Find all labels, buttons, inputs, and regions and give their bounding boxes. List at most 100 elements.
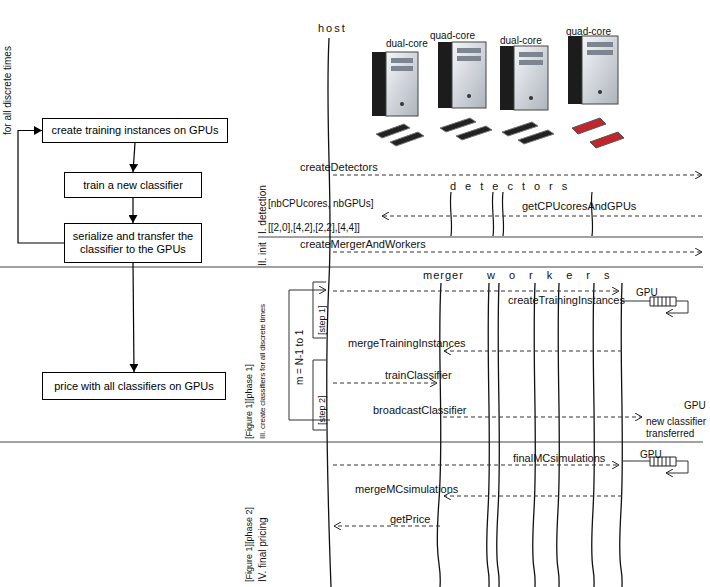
- section-label: [step 2]: [316, 395, 328, 425]
- message-label: mergeTrainingInstances: [348, 337, 466, 349]
- gpu-loop: [666, 301, 688, 313]
- flow-arrow: [18, 131, 64, 244]
- message-label: GPU: [636, 287, 658, 299]
- flow-arrow: [132, 198, 133, 223]
- tower-front: [582, 36, 618, 104]
- gpu-card: [376, 124, 410, 138]
- power-button: [400, 102, 404, 106]
- message-label: dual-core: [386, 38, 428, 50]
- process-box: create training instances on GPUs: [42, 118, 228, 143]
- message-label: [nbCPUcores, nbGPUs]: [268, 198, 374, 210]
- message-label: merger: [423, 269, 464, 281]
- computer-tower: [568, 36, 618, 104]
- message-label: workers: [487, 269, 624, 281]
- phase-separator: [0, 442, 703, 443]
- message-label: new classifier transferred: [646, 416, 710, 440]
- gpu-card: [518, 130, 554, 144]
- drive-bay: [519, 60, 543, 65]
- computer-tower: [372, 52, 418, 116]
- message-arrow: [333, 465, 619, 466]
- worker-lifeline: [487, 283, 490, 587]
- tower-side: [372, 52, 386, 116]
- drive-bay: [391, 58, 413, 63]
- message-arrow: [443, 417, 642, 418]
- gpu-card: [390, 132, 424, 146]
- phase-separator: [258, 237, 703, 238]
- message-label: GPU: [684, 400, 706, 412]
- message-arrow: [334, 526, 440, 527]
- computer-tower: [500, 46, 548, 110]
- process-box: train a new classifier: [64, 172, 202, 198]
- detector-lifeline: [591, 192, 592, 236]
- message-label: detectors: [450, 180, 576, 192]
- message-label: createMergerAndWorkers: [300, 238, 426, 250]
- message-label: createTrainingInstances: [508, 294, 625, 306]
- section-label: II. init: [257, 242, 269, 266]
- section-label: III. create classifiers for all discrete…: [257, 304, 269, 439]
- worker-lifeline: [557, 283, 560, 587]
- section-label: I. detection: [257, 185, 269, 234]
- message-arrow: [444, 496, 622, 497]
- tower-front: [386, 52, 418, 116]
- drive-bay: [391, 66, 413, 71]
- message-arrow: [333, 252, 702, 253]
- message-label: quad-core: [430, 30, 475, 42]
- message-arrow: [382, 216, 702, 217]
- message-label: GPU: [640, 449, 662, 461]
- section-label: [Figure 1][phase 1]: [243, 364, 255, 439]
- worker-lifeline: [620, 283, 623, 587]
- tower-front: [514, 46, 548, 110]
- gpu-wire: [622, 461, 650, 462]
- process-box: price with all classifiers on GPUs: [42, 372, 226, 400]
- gpu-card: [590, 132, 624, 148]
- gpu-card: [440, 118, 476, 132]
- detector-lifeline: [492, 192, 493, 236]
- worker-lifeline: [592, 283, 595, 587]
- section-label: [step 1]: [316, 305, 328, 335]
- process-box: serialize and transfer the classifier to…: [64, 223, 202, 263]
- merger-lifeline: [437, 283, 441, 587]
- drive-bay: [457, 56, 481, 61]
- host-lifeline: [327, 38, 331, 587]
- box-text: train a new classifier: [83, 179, 183, 192]
- message-arrow: [333, 383, 437, 384]
- drive-bay: [587, 42, 613, 47]
- message-label: createDetectors: [300, 161, 378, 173]
- gpu-card: [502, 122, 538, 136]
- gpu-symbol: [650, 297, 676, 306]
- message-label: broadcastClassifier: [373, 404, 467, 416]
- drive-bay: [587, 50, 613, 55]
- power-button: [598, 90, 602, 94]
- section-label: for all discrete times: [2, 46, 14, 135]
- message-label: mergeMCsimulations: [355, 483, 458, 495]
- detector-lifeline: [450, 192, 451, 236]
- drive-bay: [457, 48, 481, 53]
- tower-side: [568, 36, 582, 104]
- drive-bay: [519, 52, 543, 57]
- message-label: [[2,0],[4,2],[2,2],[4,4]]: [268, 222, 360, 234]
- tower-side: [500, 46, 514, 110]
- message-label: host: [318, 22, 347, 34]
- message-label: quad-core: [566, 26, 611, 38]
- box-text: price with all classifiers on GPUs: [54, 380, 214, 393]
- gpu-wire: [622, 301, 650, 302]
- gpu-card: [572, 118, 606, 134]
- tower-side: [438, 42, 452, 108]
- computer-tower: [438, 42, 486, 108]
- message-label: trainClassifier: [385, 369, 452, 381]
- message-label: finalMCsimulations: [513, 452, 605, 464]
- worker-lifeline: [497, 283, 500, 587]
- section-label: m = N-1 to 1: [294, 330, 306, 385]
- power-button: [529, 96, 533, 100]
- section-label: IV. final pricing: [257, 517, 269, 582]
- power-button: [467, 94, 471, 98]
- detector-lifeline: [502, 192, 503, 236]
- tower-front: [452, 42, 486, 108]
- message-label: dual-core: [500, 35, 542, 47]
- message-label: getCPUcoresAndGPUs: [522, 200, 636, 212]
- phase-separator: [0, 267, 703, 268]
- worker-lifeline: [533, 283, 536, 587]
- box-text: create training instances on GPUs: [52, 124, 219, 137]
